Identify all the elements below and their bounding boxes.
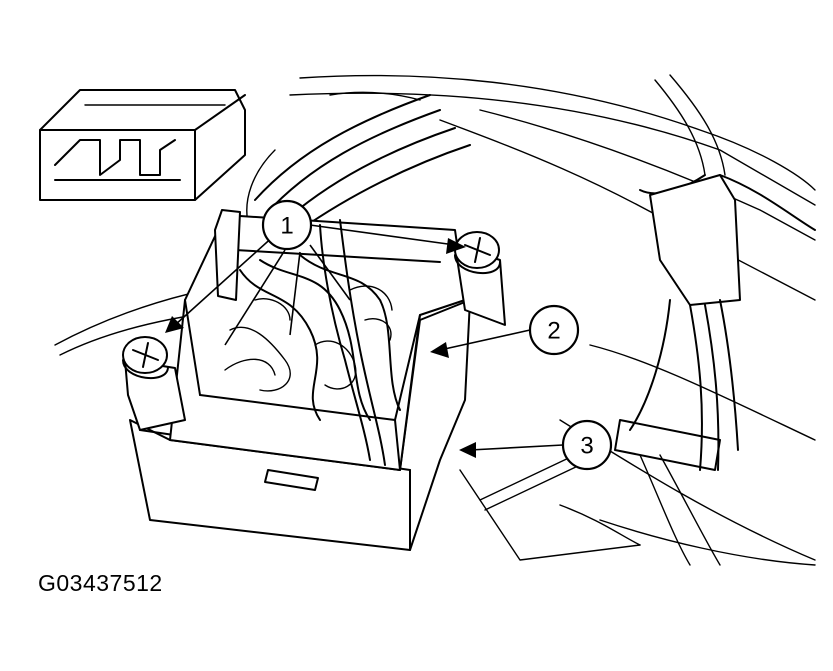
callout-2: 2 — [430, 304, 580, 358]
callout-3-label: 3 — [580, 433, 593, 460]
wiring-harness-icon — [246, 74, 816, 566]
relay-box-icon — [124, 209, 506, 551]
callout-2-label: 2 — [547, 318, 560, 345]
callout-3: 3 — [459, 419, 613, 471]
callout-1-label: 1 — [280, 213, 293, 240]
screw-icon — [122, 231, 501, 380]
callout-1: 1 — [165, 199, 466, 346]
connector-inset-icon — [39, 89, 246, 201]
figure-code: G03437512 — [38, 570, 163, 596]
